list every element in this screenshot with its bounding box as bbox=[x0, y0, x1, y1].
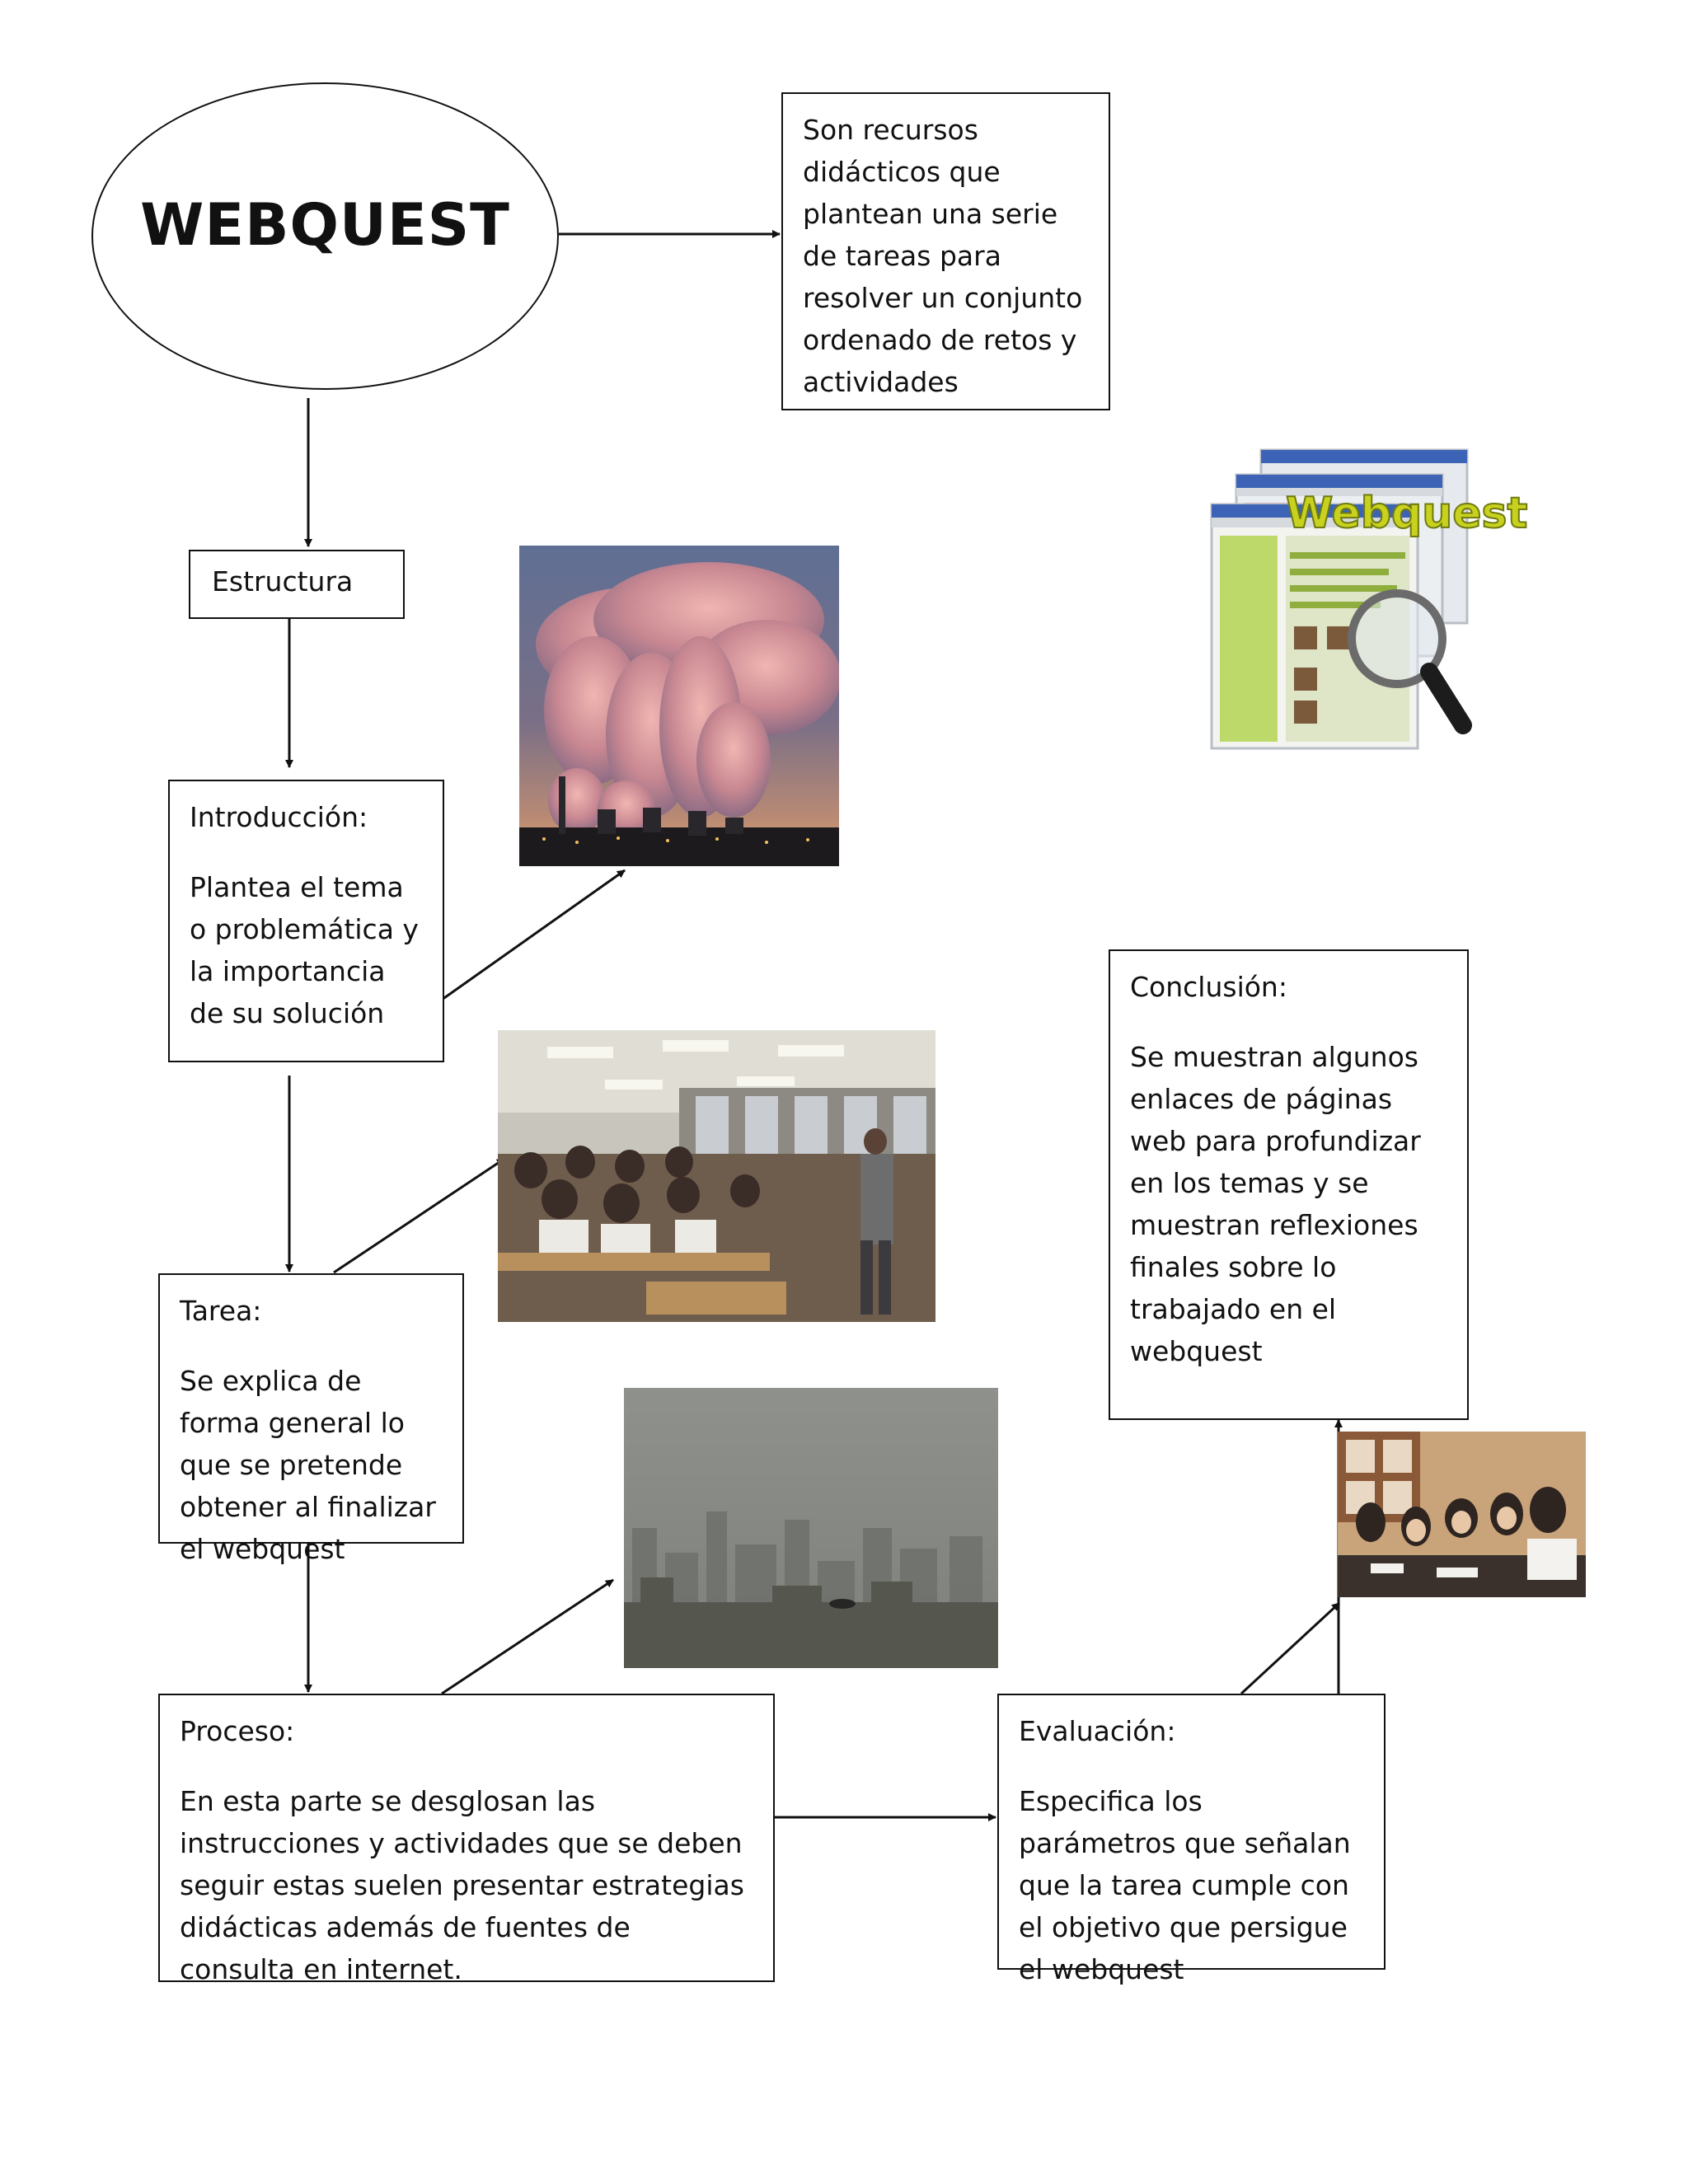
tarea-box: Tarea: Se explica de forma general lo qu… bbox=[158, 1273, 464, 1565]
proceso-heading: Proceso: bbox=[180, 1715, 295, 1747]
definition-text: Son recursos didácticos que plantean una… bbox=[803, 114, 1083, 398]
introduccion-text: Plantea el tema o problemática y la impo… bbox=[190, 871, 419, 1029]
webquest-title: WEBQUEST bbox=[140, 190, 510, 259]
arrow-tarea-to-classroom bbox=[333, 1157, 505, 1274]
evaluacion-box: Evaluación: Especifica los parámetros qu… bbox=[997, 1694, 1386, 1985]
smokestack-photo bbox=[519, 546, 839, 866]
evaluacion-heading: Evaluación: bbox=[1019, 1715, 1176, 1747]
smog-city-photo bbox=[624, 1388, 998, 1668]
introduccion-box: Introducción: Plantea el tema o problemá… bbox=[168, 780, 444, 1062]
webquest-logo: Webquest bbox=[1203, 445, 1533, 763]
webquest-logo-text: Webquest bbox=[1286, 489, 1527, 538]
estructura-box: Estructura bbox=[189, 550, 405, 619]
introduccion-heading: Introducción: bbox=[190, 801, 368, 833]
evaluacion-text: Especifica los parámetros que señalan qu… bbox=[1019, 1785, 1351, 1985]
tarea-heading: Tarea: bbox=[180, 1295, 262, 1327]
definition-box: Son recursos didácticos que plantean una… bbox=[781, 92, 1110, 410]
conclusion-heading: Conclusión: bbox=[1130, 971, 1287, 1003]
proceso-box: Proceso: En esta parte se desglosan las … bbox=[158, 1694, 775, 1985]
proceso-text: En esta parte se desglosan las instrucci… bbox=[180, 1785, 744, 1985]
arrow-proceso-to-smog bbox=[441, 1578, 614, 1695]
classroom-photo bbox=[498, 1030, 935, 1322]
conclusion-text: Se muestran algunos enlaces de páginas w… bbox=[1130, 1041, 1421, 1367]
tarea-text: Se explica de forma general lo que se pr… bbox=[180, 1365, 436, 1565]
conclusion-box: Conclusión: Se muestran algunos enlaces … bbox=[1109, 949, 1469, 1420]
estructura-label: Estructura bbox=[212, 565, 354, 598]
group-meeting-photo bbox=[1338, 1432, 1586, 1597]
arrow-introduccion-to-smokestack bbox=[441, 869, 626, 1001]
webquest-title-oval: WEBQUEST bbox=[91, 82, 559, 390]
arrow-evaluacion-to-meeting bbox=[1240, 1601, 1341, 1695]
